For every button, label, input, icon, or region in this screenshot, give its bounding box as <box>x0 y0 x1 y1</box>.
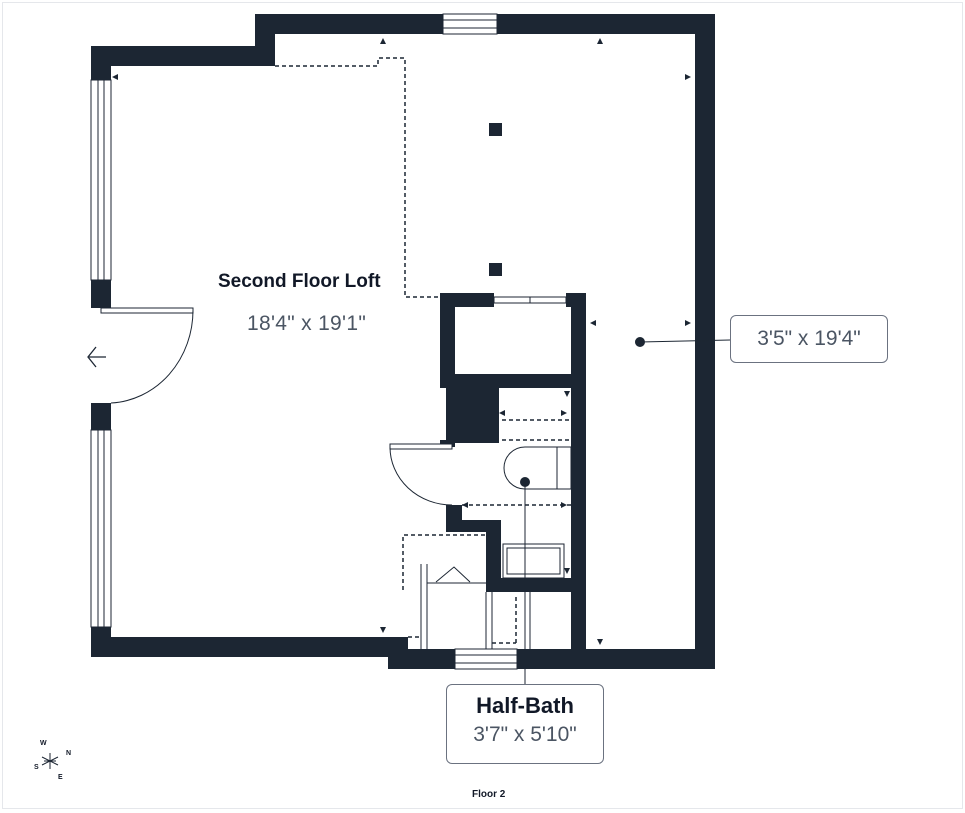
half-bath-dot <box>520 477 530 487</box>
compass-east-label: E <box>58 774 63 781</box>
closet-bottom <box>440 374 571 388</box>
window-top <box>442 13 498 35</box>
callout-leaders <box>524 339 731 684</box>
compass-north-label: N <box>66 750 72 757</box>
chimney-block <box>446 388 499 443</box>
right-area-callout: 3'5" x 19'4" <box>730 315 888 363</box>
post-2 <box>489 263 502 276</box>
compass-west-label: W <box>40 740 47 747</box>
closet-door <box>493 296 567 304</box>
exterior-walls <box>91 14 715 669</box>
right-area-dot <box>635 337 645 347</box>
ceiling-lines <box>275 57 571 644</box>
window-left-lower <box>90 429 112 628</box>
right-area-dimensions: 3'5" x 19'4" <box>757 327 861 350</box>
bath-left-wall <box>486 520 501 592</box>
entry-arrow-icon <box>87 346 106 368</box>
loft-room-name: Second Floor Loft <box>218 271 381 292</box>
entry-door <box>100 307 194 404</box>
core-right-wall <box>571 293 586 649</box>
wall-right <box>695 14 715 669</box>
half-bath-callout: Half-Bath 3'7" x 5'10" <box>446 684 604 764</box>
window-left-upper <box>90 79 112 281</box>
hall-door <box>389 443 453 506</box>
interior-walls <box>440 293 586 649</box>
post-1 <box>489 123 502 136</box>
measurement-markers <box>112 38 691 645</box>
floor-label: Floor 2 <box>472 789 506 800</box>
compass-icon <box>41 753 59 769</box>
toilet-icon <box>503 446 572 490</box>
posts <box>489 123 502 276</box>
compass-south-label: S <box>34 764 39 771</box>
windows <box>90 13 518 670</box>
closet-left <box>440 293 455 388</box>
wall-bottom-left <box>91 637 388 657</box>
loft-room-dimensions: 18'4" x 19'1" <box>247 312 367 335</box>
sink-icon <box>502 543 565 579</box>
wall-bottom-right <box>388 649 715 669</box>
half-bath-dimensions: 3'7" x 5'10" <box>473 723 577 746</box>
bath-bottom-wall <box>486 578 576 592</box>
stairs <box>420 564 531 649</box>
wall-top-left <box>91 46 275 66</box>
half-bath-name: Half-Bath <box>476 693 574 718</box>
window-bottom <box>454 648 518 670</box>
